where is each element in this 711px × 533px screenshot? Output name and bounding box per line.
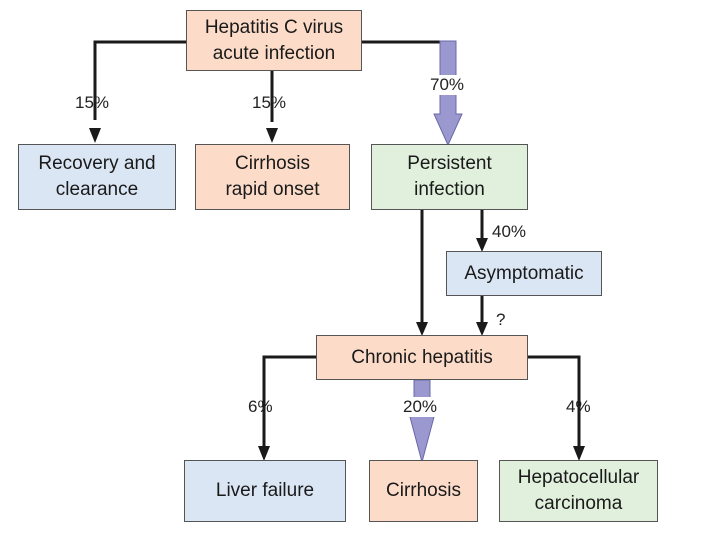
node-recovery-clearance: Recovery and clearance bbox=[18, 144, 176, 210]
arrowhead-cirrhosis-rapid bbox=[266, 128, 278, 143]
node-acute-infection: Hepatitis C virus acute infection bbox=[186, 10, 362, 71]
arrowhead-asymptomatic-to-chronic bbox=[476, 322, 488, 336]
edge-label-cirrhosis: 20% bbox=[401, 397, 440, 417]
node-hepatocellular-carcinoma: Hepatocellular carcinoma bbox=[499, 460, 658, 522]
connector-chronic-to-hcc bbox=[527, 355, 581, 446]
node-persistent-infection: Persistent infection bbox=[371, 144, 528, 210]
edge-label-persistent: 70% bbox=[428, 75, 467, 95]
edge-label-recovery: 15% bbox=[75, 93, 110, 112]
arrowhead-hcc bbox=[573, 446, 585, 461]
arrowhead-liver-failure bbox=[258, 446, 270, 461]
connector-chronic-to-liver-failure bbox=[262, 355, 316, 446]
arrowhead-asymptomatic bbox=[476, 238, 488, 252]
edge-label-liver-failure: 6% bbox=[248, 397, 273, 416]
node-cirrhosis-rapid-onset: Cirrhosis rapid onset bbox=[195, 144, 350, 210]
node-liver-failure: Liver failure bbox=[184, 460, 346, 522]
node-chronic-hepatitis: Chronic hepatitis bbox=[316, 335, 528, 380]
connector-acute-to-recovery bbox=[93, 40, 186, 120]
wide-arrow-cirrhosis bbox=[405, 379, 439, 464]
edge-label-cirrhosis-rapid: 15% bbox=[252, 93, 287, 112]
arrowhead-recovery bbox=[89, 128, 101, 143]
node-asymptomatic: Asymptomatic bbox=[446, 251, 602, 296]
arrowhead-chronic bbox=[416, 322, 428, 336]
node-cirrhosis: Cirrhosis bbox=[369, 460, 478, 522]
edge-label-hcc: 4% bbox=[566, 397, 591, 416]
edge-label-asymptomatic: 40% bbox=[492, 222, 527, 241]
edge-label-asymptomatic-to-chronic: ? bbox=[496, 310, 506, 329]
